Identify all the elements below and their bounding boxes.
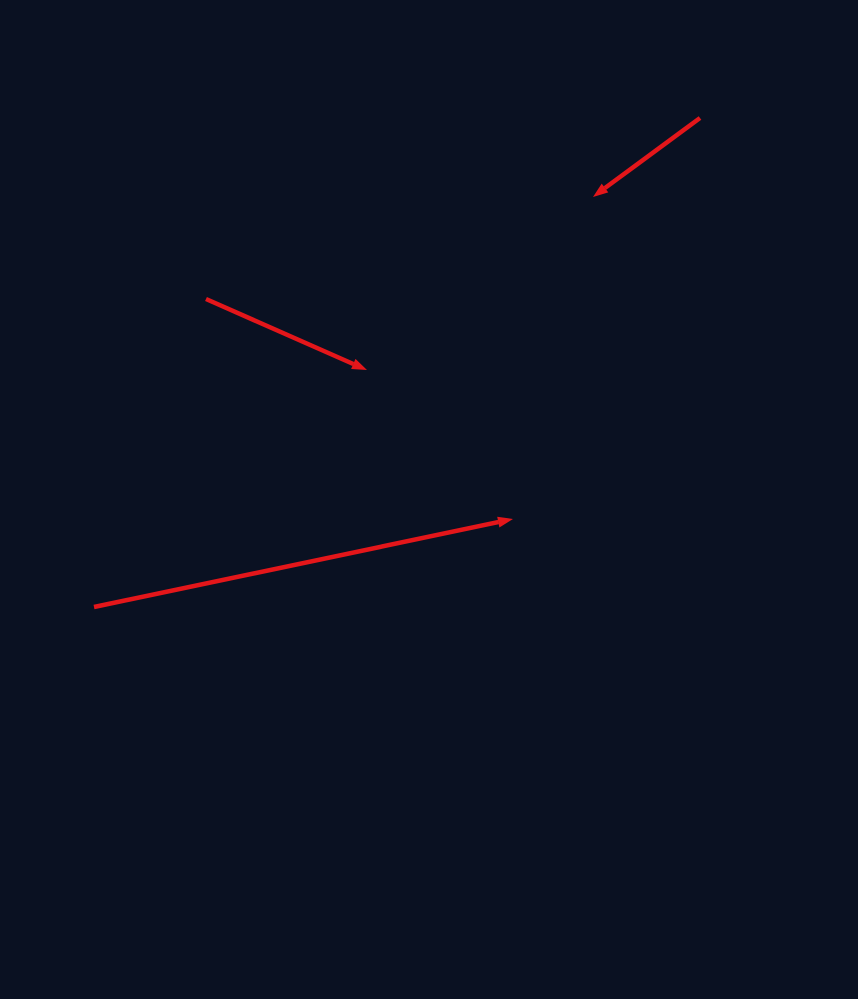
annotation-arrowhead-support-stems	[351, 358, 367, 370]
annotation-arrowhead-pcb-outline	[593, 183, 609, 197]
annotation-arrow-pcb-outline	[603, 116, 702, 190]
annotation-arrow-origin	[93, 519, 499, 610]
annotation-layer	[93, 116, 702, 610]
annotation-arrow-support-stems	[205, 296, 355, 367]
annotation-arrowhead-origin	[497, 516, 513, 528]
